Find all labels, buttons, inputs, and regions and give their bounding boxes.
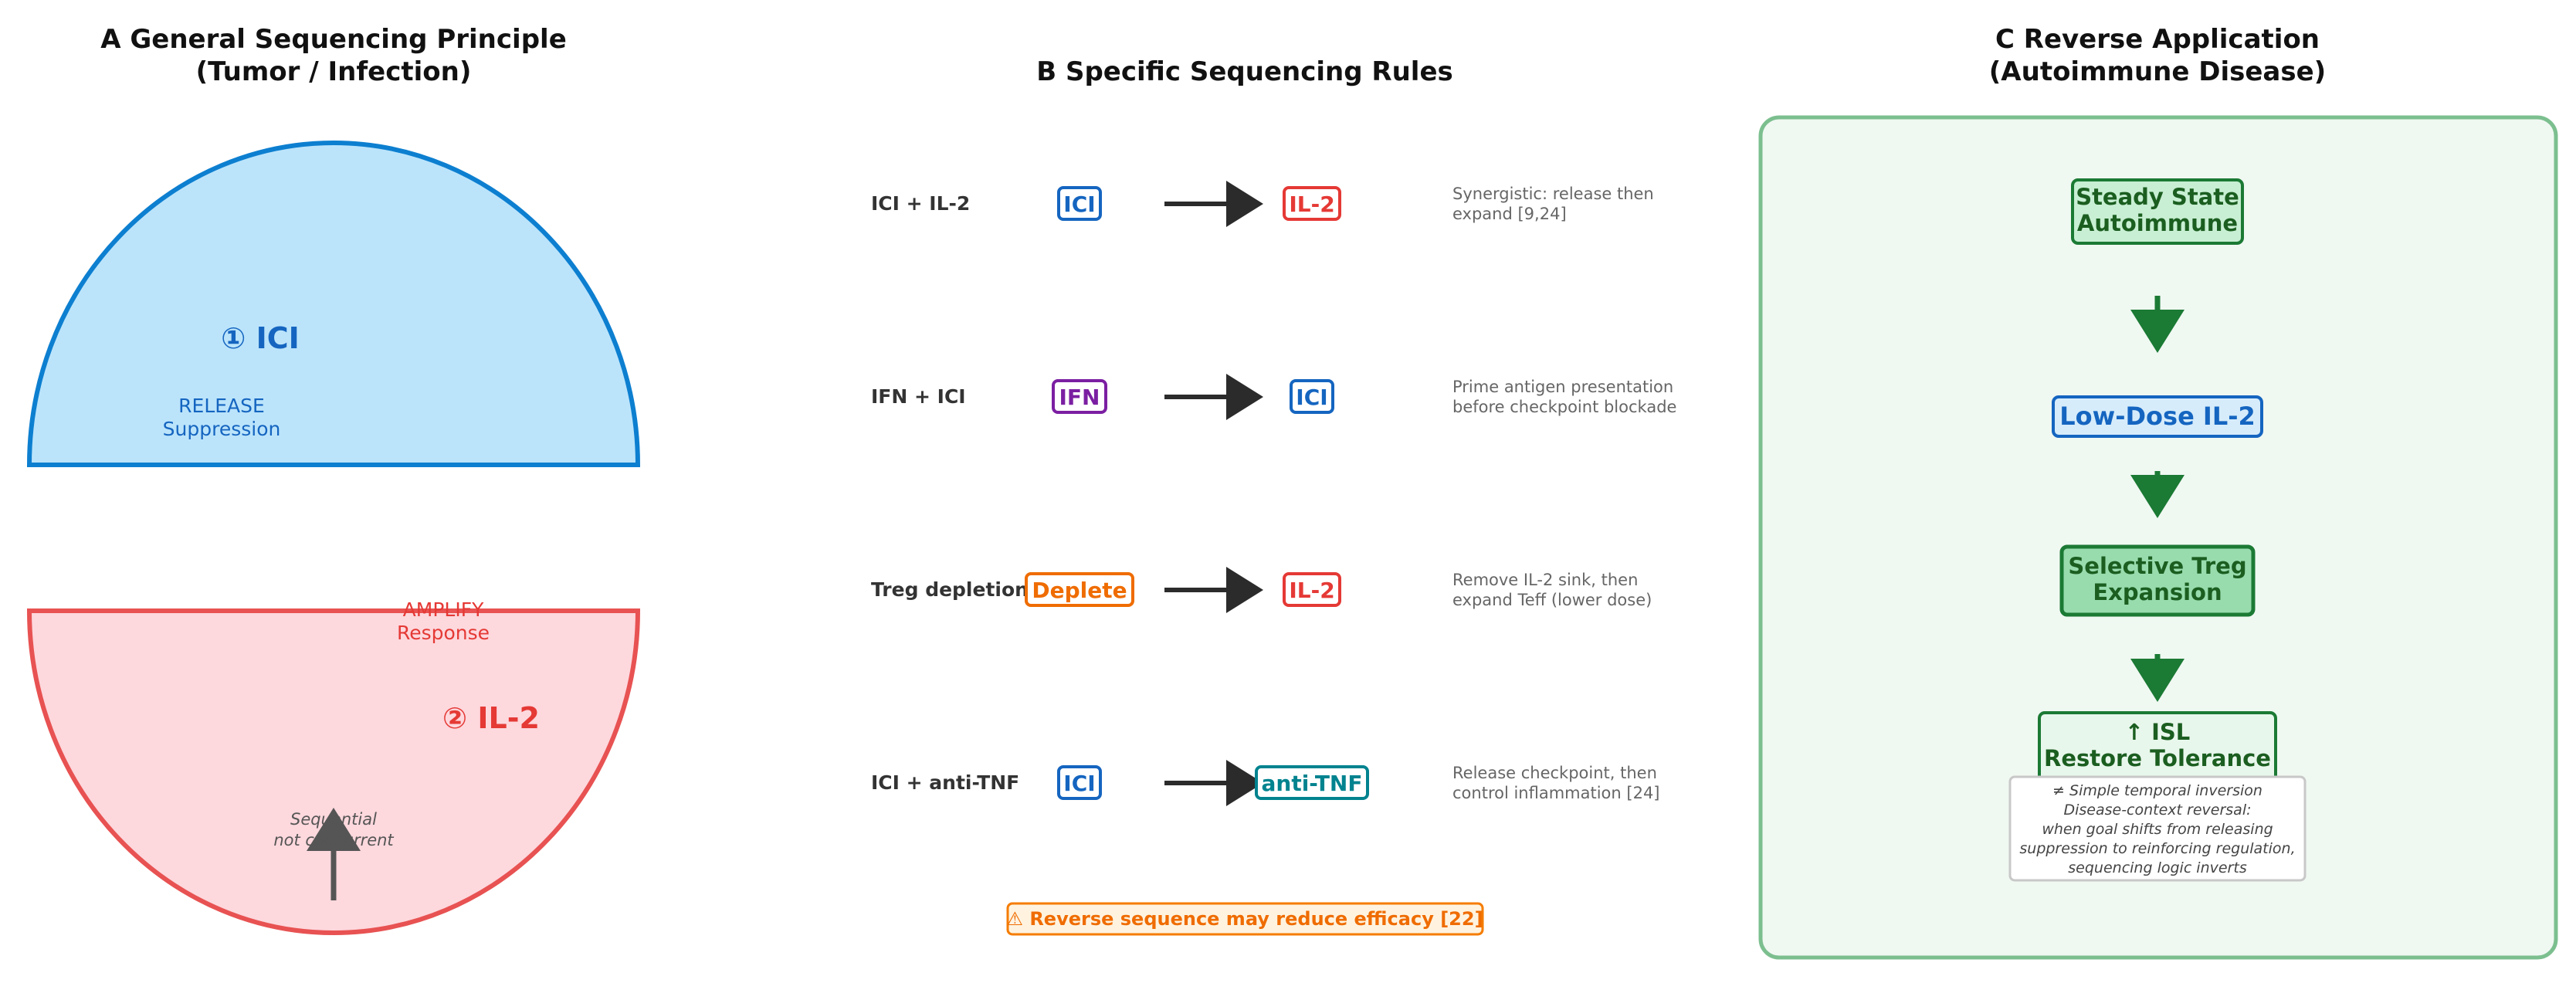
rule-note-line1: Prime antigen presentation: [1452, 378, 1673, 396]
from-box: [1057, 765, 1102, 800]
rule-note-line1: Synergistic: release then: [1452, 185, 1654, 203]
panel-c-title-line2: (Autoimmune Disease): [1989, 56, 2326, 87]
rule-note-line1: Remove IL-2 sink, then: [1452, 571, 1638, 589]
ici-semicircle: [26, 141, 641, 467]
steady-state-line1: Steady State: [2076, 184, 2239, 210]
to-label: IL-2: [1289, 192, 1334, 217]
arrow-note-line2: not concurrent: [273, 831, 394, 849]
treg-expansion-box: [2059, 544, 2256, 617]
reversal-note-box: [2008, 775, 2307, 882]
rule-row: ICI + IL-2 ICI IL-2 Synergistic: release…: [871, 181, 1654, 227]
amplify-line1: AMPLIFY: [403, 598, 484, 621]
from-label: IFN: [1059, 385, 1100, 410]
ici-sub-line2: Suppression: [163, 418, 281, 440]
from-label: ICI: [1063, 771, 1095, 796]
rule-row: IFN + ICI IFN ICI Prime antigen presenta…: [871, 374, 1676, 420]
rule-note-line2: control inflammation [24]: [1452, 784, 1660, 802]
ici-sub-line1: RELEASE: [178, 395, 265, 417]
reversal-note-line3: when goal shifts from releasing: [2042, 821, 2273, 838]
panel-b-title: B Specific Sequencing Rules: [1036, 56, 1453, 87]
steady-state-box: [2071, 178, 2244, 245]
reversal-note-line2: Disease-context reversal:: [2063, 802, 2251, 819]
steady-state-line2: Autoimmune: [2077, 210, 2238, 236]
rule-row: ICI + anti-TNF ICI anti-TNF Release chec…: [871, 760, 1660, 806]
to-box: [1290, 379, 1334, 414]
rule-note-line2: expand Teff (lower dose): [1452, 591, 1652, 609]
restore-tolerance-line1: ↑ ISL: [2125, 719, 2191, 745]
rule-name: ICI + IL-2: [871, 192, 970, 215]
panel-a-title-line2: (Tumor / Infection): [196, 56, 472, 87]
amplify-line2: Response: [397, 622, 490, 644]
autoimmune-panel-frame: [1758, 115, 2558, 960]
rule-note-line2: before checkpoint blockade: [1452, 398, 1676, 416]
rule-note-line2: expand [9,24]: [1452, 205, 1567, 223]
rule-name: Treg depletion: [871, 578, 1029, 601]
panel-c-title-line1: C Reverse Application: [1995, 24, 2320, 55]
to-label: ICI: [1296, 385, 1327, 410]
treg-expansion-line2: Expansion: [2093, 579, 2222, 605]
warning-box: [1006, 902, 1484, 936]
rule-name: IFN + ICI: [871, 385, 966, 408]
reversal-note-line5: sequencing logic inverts: [2068, 859, 2247, 876]
reversal-note-line4: suppression to reinforcing regulation,: [2019, 840, 2295, 857]
il2-label: ② IL-2: [442, 701, 540, 735]
il2-semicircle: [26, 608, 641, 935]
from-label: ICI: [1063, 192, 1095, 217]
to-box: [1283, 572, 1341, 607]
from-box: [1057, 186, 1102, 221]
from-label: Deplete: [1032, 578, 1127, 603]
panel-a: A General Sequencing Principle (Tumor / …: [26, 24, 641, 935]
low-dose-il2-label: Low-Dose IL-2: [2059, 402, 2256, 431]
low-dose-il2-box: [2052, 395, 2263, 438]
panel-a-title-line1: A General Sequencing Principle: [100, 24, 567, 55]
from-box: [1052, 379, 1107, 414]
panel-b: B Specific Sequencing Rules ICI + IL-2 I…: [871, 56, 1676, 936]
to-box: [1283, 186, 1341, 221]
rule-row: Treg depletion Deplete IL-2 Remove IL-2 …: [871, 567, 1652, 613]
rule-name: ICI + anti-TNF: [871, 771, 1019, 794]
to-label: IL-2: [1289, 578, 1334, 603]
panel-c: C Reverse Application (Autoimmune Diseas…: [1758, 24, 2558, 960]
to-label: anti-TNF: [1262, 771, 1363, 796]
reversal-note-line1: ≠ Simple temporal inversion: [2052, 782, 2262, 799]
treg-expansion-line1: Selective Treg: [2068, 553, 2246, 579]
from-box: [1025, 572, 1134, 607]
arrow-note-line1: Sequential: [290, 810, 377, 829]
to-box: [1255, 765, 1369, 800]
warning-text: ⚠ Reverse sequence may reduce efficacy […: [1006, 908, 1483, 930]
rule-note-line1: Release checkpoint, then: [1452, 764, 1657, 782]
ici-label: ① ICI: [221, 321, 300, 355]
restore-tolerance-line2: Restore Tolerance: [2044, 745, 2271, 771]
